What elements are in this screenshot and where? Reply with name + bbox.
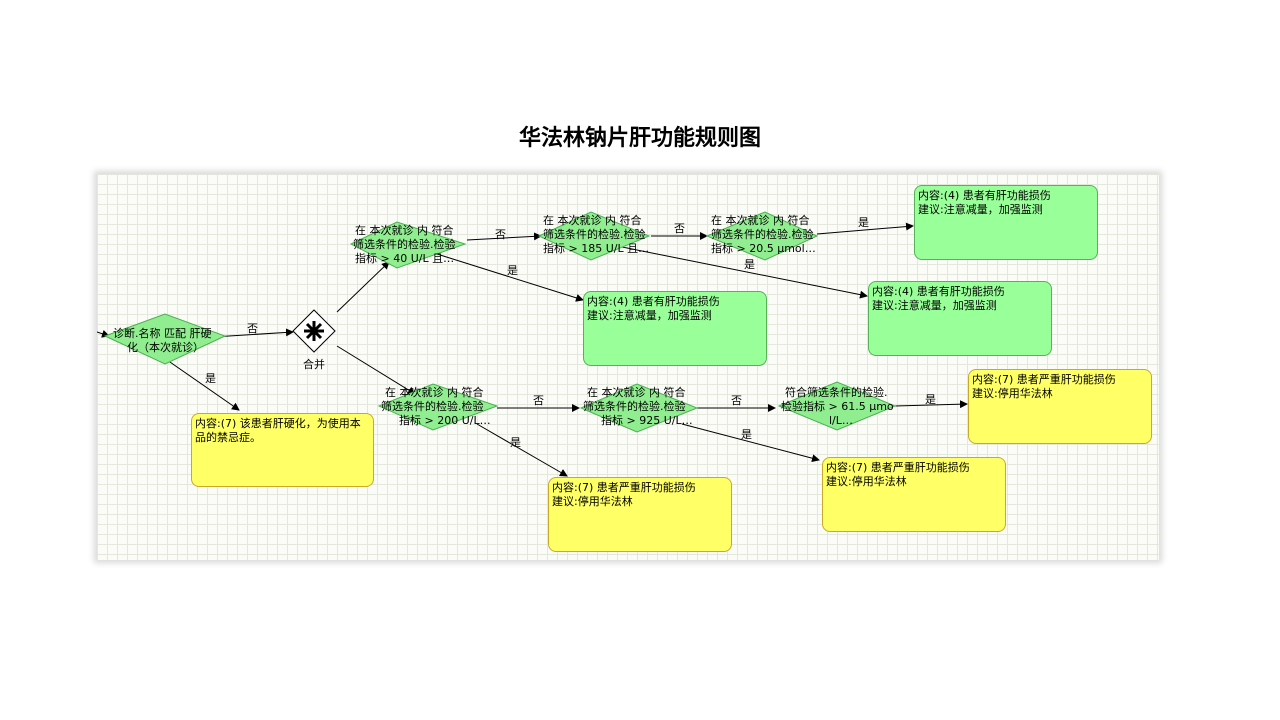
edge-label-yes: 是 [510, 436, 521, 449]
decision-lower2-line3: 指标 > 925 U/L… [601, 413, 693, 427]
edge-u2-yes [616, 245, 868, 299]
result-box-low-mid: 内容:(7) 患者严重肝功能损伤 建议:停用华法林 [822, 457, 1006, 532]
decision-diamond-cirrhosis [103, 313, 227, 365]
edge-l3-yes [894, 400, 968, 409]
decision-cirrhosis-line2: 化（本次就诊） [127, 340, 204, 354]
result-content: 内容:(4) 患者有肝功能损伤 [872, 285, 1005, 298]
decision-lower1-line3: 指标 > 200 U/L… [399, 413, 491, 427]
result-advice: 建议:停用华法林 [826, 475, 907, 488]
edge-label-yes: 是 [741, 428, 752, 441]
decision-lower2-line2: 筛选条件的检验.检验 [583, 399, 686, 413]
edge-cirrhosis-yes [166, 359, 240, 411]
edge-label-yes: 是 [925, 393, 936, 406]
edge-merge-upper [336, 261, 390, 313]
result-content-cont: 品的禁忌症。 [195, 431, 261, 444]
edge-label-yes: 是 [205, 372, 216, 385]
result-content: 内容:(4) 患者有肝功能损伤 [918, 189, 1051, 202]
decision-diamonds [103, 211, 897, 433]
decision-upper2-line3: 指标 > 185 U/L 且… [543, 241, 649, 255]
merge-label: 合并 [303, 357, 325, 371]
decision-lower2-line1: 在 本次就诊 内 符合 [587, 385, 686, 399]
result-advice: 建议:注意减量，加强监测 [872, 299, 997, 312]
flowchart-canvas: 否 是 否 是 否 是 是 否 是 否 是 是 [97, 174, 1159, 560]
decision-lower1-line1: 在 本次就诊 内 符合 [385, 385, 484, 399]
edge-label-yes: 是 [744, 258, 755, 271]
result-advice: 建议:停用华法林 [972, 387, 1053, 400]
edge-label-no: 否 [731, 394, 742, 407]
decision-upper1-line3: 指标 > 40 U/L 且… [355, 251, 454, 265]
decision-lower1-line2: 筛选条件的检验.检验 [381, 399, 484, 413]
decision-diamond-upper2 [537, 211, 651, 261]
decision-diamond-lower3 [777, 381, 897, 431]
result-advice: 建议:注意减量，加强监测 [587, 309, 712, 322]
edge-u1-no [466, 232, 542, 241]
result-content: 内容:(7) 患者严重肝功能损伤 [826, 461, 970, 474]
result-box-top-right: 内容:(4) 患者有肝功能损伤 建议:注意减量，加强监测 [914, 185, 1098, 260]
edge-merge-lower [336, 345, 416, 395]
decision-diamond-upper3 [705, 211, 819, 261]
result-content: 内容:(4) 患者有肝功能损伤 [587, 295, 720, 308]
result-box-cirrhosis: 内容:(7) 该患者肝硬化，为使用本 品的禁忌症。 [191, 413, 374, 487]
decision-texts: 诊断.名称 匹配 肝硬 化（本次就诊） 在 本次就诊 内 符合 筛选条件的检验.… [113, 213, 894, 427]
connectors [97, 222, 968, 477]
flowchart-svg: 否 是 否 是 否 是 是 否 是 否 是 是 [97, 211, 968, 477]
decision-cirrhosis-line1: 诊断.名称 匹配 肝硬 [113, 326, 212, 340]
result-advice: 建议:注意减量，加强监测 [918, 203, 1043, 216]
decision-lower3-line1: 符合筛选条件的检验. [785, 385, 888, 399]
result-box-mid-left: 内容:(4) 患者有肝功能损伤 建议:注意减量，加强监测 [583, 291, 767, 366]
edge-label-no: 否 [674, 222, 685, 235]
diagram-title: 华法林钠片肝功能规则图 [518, 126, 761, 151]
edge-label-yes: 是 [507, 264, 518, 277]
edge-l1-yes [476, 423, 568, 477]
edge-labels: 否 是 否 是 否 是 是 否 是 否 是 是 [205, 216, 936, 449]
result-box-low-left: 内容:(7) 患者严重肝功能损伤 建议:停用华法林 [548, 477, 732, 552]
result-box-mid-right: 内容:(4) 患者有肝功能损伤 建议:注意减量，加强监测 [868, 281, 1052, 356]
result-advice: 建议:停用华法林 [552, 495, 633, 508]
decision-upper2-line2: 筛选条件的检验.检验 [543, 227, 646, 241]
edge-label-no: 否 [533, 394, 544, 407]
asterisk-icon [304, 321, 324, 341]
decision-lower3-line3: l/L… [829, 414, 853, 427]
edge-l2-yes [681, 423, 820, 463]
decision-upper3-line3: 指标 > 20.5 μmol… [711, 241, 816, 255]
decision-upper3-line1: 在 本次就诊 内 符合 [711, 213, 810, 227]
decision-diamond-lower2 [579, 383, 699, 433]
decision-upper1-line1: 在 本次就诊 内 符合 [355, 223, 454, 237]
decision-upper1-line2: 筛选条件的检验.检验 [353, 237, 456, 251]
decision-diamond-lower1 [377, 383, 499, 431]
edge-u1-yes [436, 253, 584, 302]
edge-label-no: 否 [495, 228, 506, 241]
decision-lower3-line2: 检验指标 > 61.5 μmo [781, 399, 894, 413]
decision-upper2-line1: 在 本次就诊 内 符合 [543, 213, 642, 227]
result-content: 内容:(7) 该患者肝硬化，为使用本 [195, 417, 361, 430]
edge-label-no: 否 [247, 322, 258, 335]
result-content: 内容:(7) 患者严重肝功能损伤 [972, 373, 1116, 386]
decision-upper3-line2: 筛选条件的检验.检验 [711, 227, 814, 241]
edge-label-yes: 是 [858, 216, 869, 229]
decision-diamond-upper1 [349, 221, 467, 269]
edge-u3-yes [816, 222, 914, 235]
result-content: 内容:(7) 患者严重肝功能损伤 [552, 481, 696, 494]
result-box-low-right: 内容:(7) 患者严重肝功能损伤 建议:停用华法林 [968, 369, 1152, 444]
merge-node: 合并 [292, 309, 336, 371]
